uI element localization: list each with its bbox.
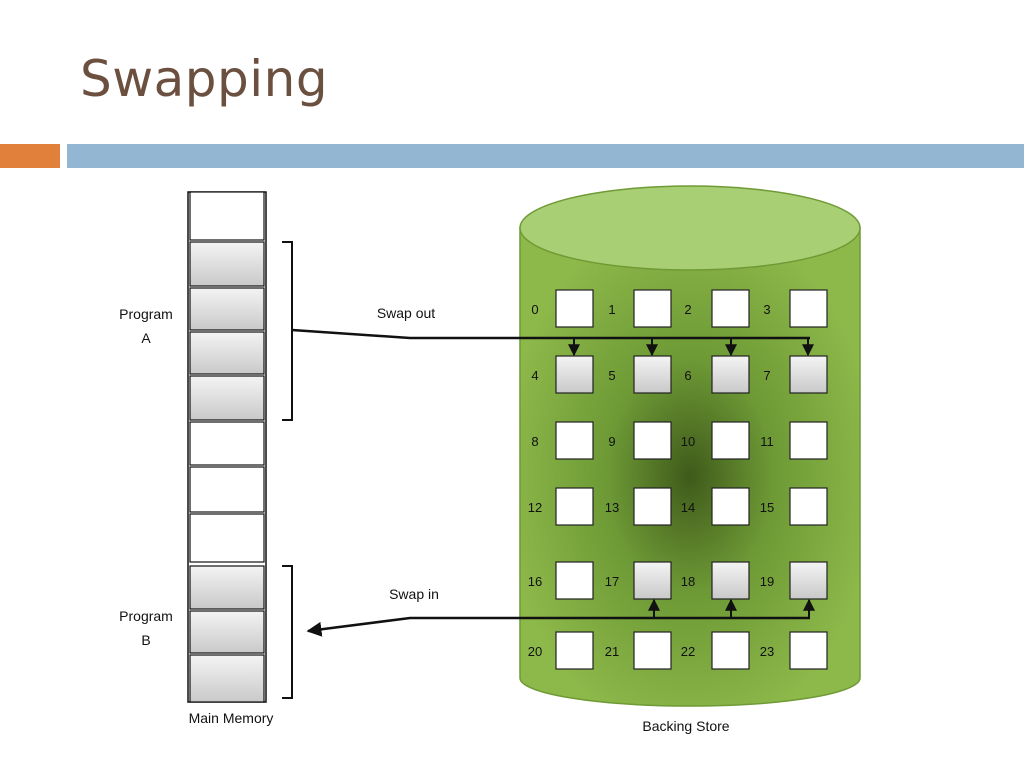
store-cell-empty	[711, 289, 750, 328]
store-cell-number: 17	[605, 574, 619, 589]
program-a-bracket	[282, 241, 293, 421]
store-cell-empty	[555, 289, 594, 328]
store-cell-empty	[633, 421, 672, 460]
store-cell-occupied	[711, 561, 750, 600]
program-b-label-line1: Program	[119, 608, 173, 624]
store-cell-number: 8	[531, 434, 538, 449]
slide-title: Swapping	[80, 50, 329, 108]
accent-bar-blue	[67, 144, 1024, 168]
store-cell-empty	[711, 487, 750, 526]
swap-out-label: Swap out	[377, 305, 435, 321]
store-cell-occupied	[711, 355, 750, 394]
store-cell-number: 3	[763, 302, 770, 317]
store-cell-number: 10	[681, 434, 695, 449]
store-cell-number: 20	[528, 644, 542, 659]
backing-store-cylinder	[519, 185, 861, 707]
store-cell-number: 1	[608, 302, 615, 317]
store-cell-occupied	[789, 561, 828, 600]
store-cell-empty	[711, 421, 750, 460]
store-cell-empty	[633, 631, 672, 670]
store-cell-number: 0	[531, 302, 538, 317]
main-memory-label: Main Memory	[189, 710, 274, 726]
memory-block-free	[189, 466, 265, 513]
store-cell-empty	[555, 561, 594, 600]
store-cell-number: 13	[605, 500, 619, 515]
memory-block-free	[189, 513, 265, 563]
store-cell-number: 14	[681, 500, 695, 515]
store-cell-number: 16	[528, 574, 542, 589]
swap-in-arrow	[306, 598, 815, 637]
memory-block-program	[189, 331, 265, 375]
store-cell-number: 7	[763, 368, 770, 383]
store-cell-empty	[555, 631, 594, 670]
memory-block-program	[189, 610, 265, 654]
store-cell-occupied	[789, 355, 828, 394]
memory-block-program	[189, 654, 265, 703]
store-cell-empty	[789, 421, 828, 460]
store-cell-number: 18	[681, 574, 695, 589]
store-cell-number: 2	[684, 302, 691, 317]
store-cell-number: 22	[681, 644, 695, 659]
program-a-label-line2: A	[141, 330, 151, 346]
store-cell-number: 19	[760, 574, 774, 589]
memory-block-program	[189, 241, 265, 287]
store-cell-empty	[711, 631, 750, 670]
store-cell-occupied	[633, 561, 672, 600]
program-b-bracket	[282, 565, 293, 699]
backing-store-label: Backing Store	[642, 718, 729, 734]
store-cell-number: 23	[760, 644, 774, 659]
program-a-label-line1: Program	[119, 306, 173, 322]
memory-block-program	[189, 375, 265, 421]
store-cell-empty	[789, 289, 828, 328]
memory-block-program	[189, 565, 265, 610]
store-cell-number: 4	[531, 368, 538, 383]
swap-out-arrow	[291, 328, 814, 357]
program-b-label-line2: B	[141, 632, 150, 648]
store-cell-number: 5	[608, 368, 615, 383]
store-cell-number: 9	[608, 434, 615, 449]
store-cell-number: 15	[760, 500, 774, 515]
memory-block-free	[189, 191, 265, 241]
store-cell-empty	[789, 631, 828, 670]
store-cell-empty	[633, 289, 672, 328]
store-cell-empty	[555, 421, 594, 460]
store-cell-empty	[633, 487, 672, 526]
store-cell-number: 12	[528, 500, 542, 515]
accent-bar-orange	[0, 144, 60, 168]
store-cell-empty	[555, 487, 594, 526]
store-cell-number: 6	[684, 368, 691, 383]
store-cell-occupied	[633, 355, 672, 394]
store-cell-number: 11	[760, 434, 774, 449]
store-cell-occupied	[555, 355, 594, 394]
store-cell-empty	[789, 487, 828, 526]
memory-block-free	[189, 421, 265, 466]
memory-block-program	[189, 287, 265, 331]
store-cell-number: 21	[605, 644, 619, 659]
swap-in-label: Swap in	[389, 586, 439, 602]
